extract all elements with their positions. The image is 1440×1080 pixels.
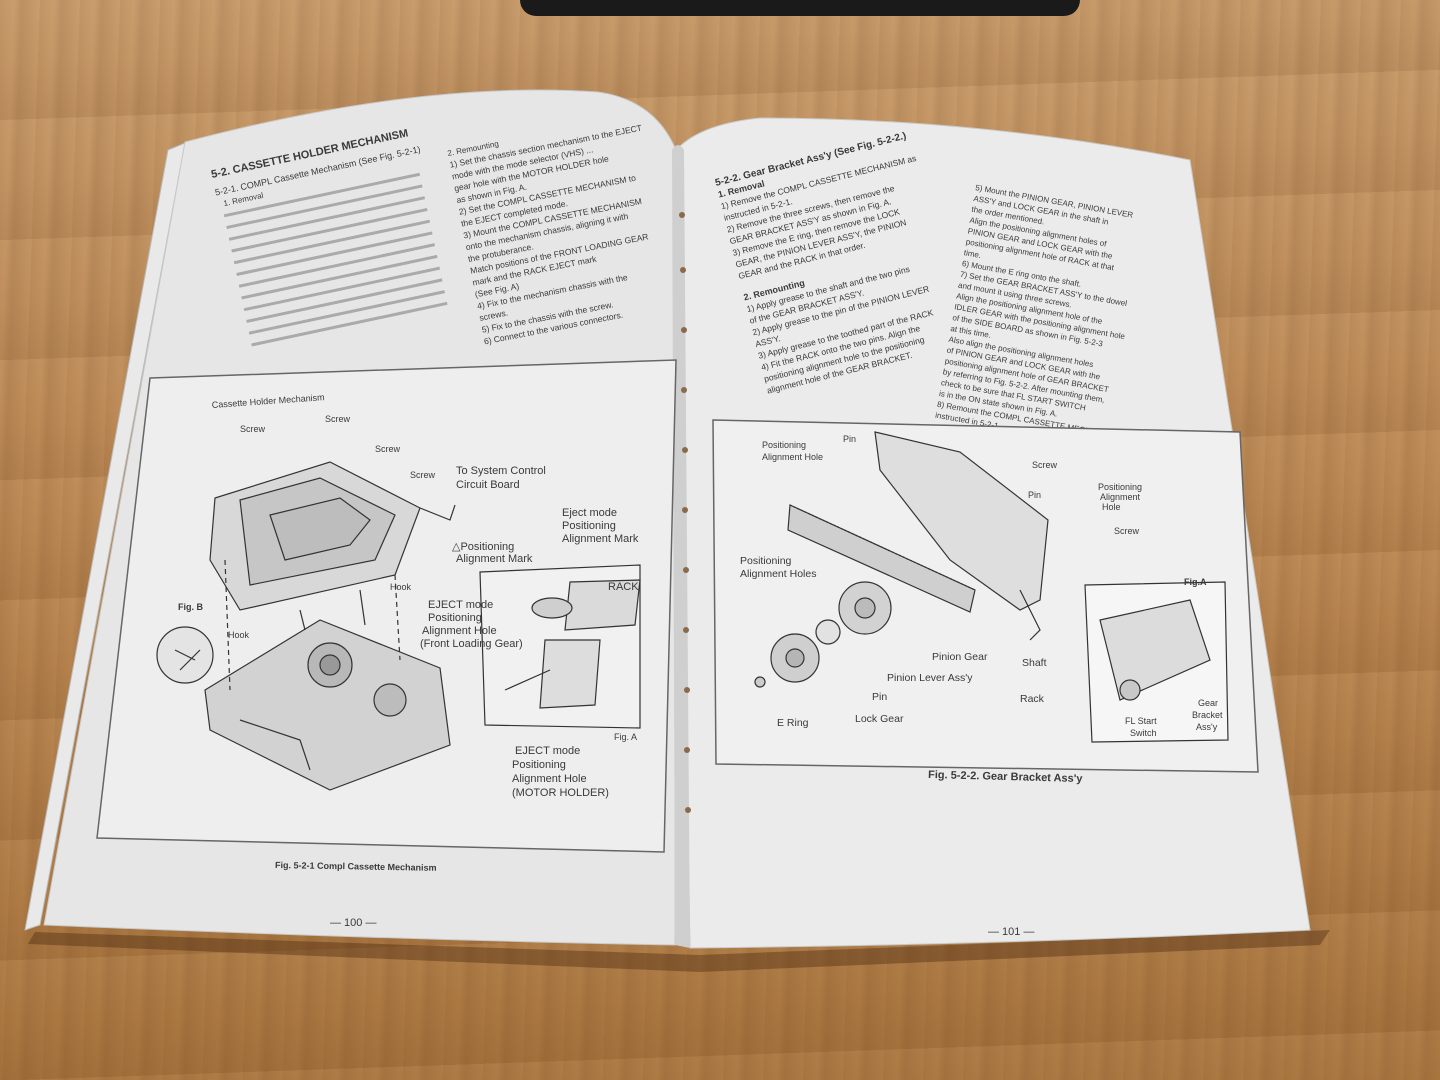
lbl-r-alignment-2: Alignment: [1100, 492, 1141, 502]
lbl-r-assy: Ass'y: [1196, 722, 1218, 732]
lbl-eject-mode-3: EJECT mode: [515, 745, 580, 757]
right-col-step-6: time.: [963, 248, 982, 260]
left-figure-caption: Fig. 5-2-1 Compl Cassette Mechanism: [275, 860, 437, 873]
lbl-r-pin-3: Pin: [872, 691, 887, 703]
lbl-r-alignment-holes: Alignment Holes: [740, 568, 816, 580]
lbl-fig-b: Fig. B: [178, 602, 203, 612]
lbl-motor-holder: (MOTOR HOLDER): [512, 787, 609, 799]
lbl-positioning-3: Positioning: [512, 759, 566, 771]
left-page-number: — 100 —: [330, 917, 376, 929]
lbl-r-gear: Gear: [1198, 698, 1218, 708]
right-page-number: — 101 —: [988, 926, 1034, 938]
lbl-r-lock-gear: Lock Gear: [855, 713, 904, 725]
lbl-r-alignment-hole-1: Alignment Hole: [762, 452, 823, 462]
lbl-r-pin-2: Pin: [1028, 490, 1041, 500]
lbl-r-screw-2: Screw: [1114, 526, 1140, 536]
lbl-rack: RACK: [608, 581, 639, 593]
lbl-screw-3: Screw: [375, 444, 401, 454]
lbl-alignment-mark-2: Alignment Mark: [456, 553, 533, 565]
lbl-r-e-ring: E Ring: [777, 717, 809, 729]
lbl-circuit-board: Circuit Board: [456, 479, 520, 491]
lbl-r-pinion-lever: Pinion Lever Ass'y: [887, 672, 973, 684]
lbl-fig-a: Fig. A: [614, 732, 637, 742]
lbl-positioning-mark: △Positioning: [452, 541, 514, 553]
lbl-alignment-mark: Alignment Mark: [562, 533, 639, 545]
lbl-positioning: Positioning: [562, 520, 616, 532]
lbl-r-fl-start: FL Start: [1125, 716, 1157, 726]
lbl-front-loading-gear: (Front Loading Gear): [420, 638, 523, 650]
lbl-r-switch: Switch: [1130, 728, 1157, 738]
dark-object-top-edge: [520, 0, 1080, 16]
lbl-alignment-hole: Alignment Hole: [422, 625, 497, 637]
right-figure-caption: Fig. 5-2-2. Gear Bracket Ass'y: [928, 769, 1084, 785]
lbl-r-pinion-gear: Pinion Gear: [932, 651, 988, 663]
lbl-screw-1: Screw: [240, 424, 266, 434]
lbl-r-pin-1: Pin: [843, 434, 856, 444]
lbl-hook-2: Hook: [228, 630, 250, 640]
lbl-r-fig-a: Fig.A: [1184, 577, 1207, 587]
lbl-r-positioning-holes: Positioning: [740, 555, 792, 567]
lbl-r-positioning-1: Positioning: [762, 440, 806, 450]
lbl-r-rack: Rack: [1020, 693, 1045, 705]
lbl-r-bracket: Bracket: [1192, 710, 1223, 720]
lbl-r-screw-1: Screw: [1032, 460, 1058, 470]
lbl-eject-mode: Eject mode: [562, 507, 617, 519]
lbl-screw-2: Screw: [325, 414, 351, 424]
lbl-alignment-hole-3: Alignment Hole: [512, 773, 587, 785]
lbl-positioning-2: Positioning: [428, 612, 482, 624]
lbl-r-hole-2: Hole: [1102, 502, 1121, 512]
lbl-r-positioning-2: Positioning: [1098, 482, 1142, 492]
lbl-hook-1: Hook: [390, 582, 412, 592]
lbl-to-system-control: To System Control: [456, 465, 546, 477]
lbl-r-shaft: Shaft: [1022, 657, 1047, 669]
lbl-screw-4: Screw: [410, 470, 436, 480]
lbl-eject-mode-2: EJECT mode: [428, 599, 493, 611]
